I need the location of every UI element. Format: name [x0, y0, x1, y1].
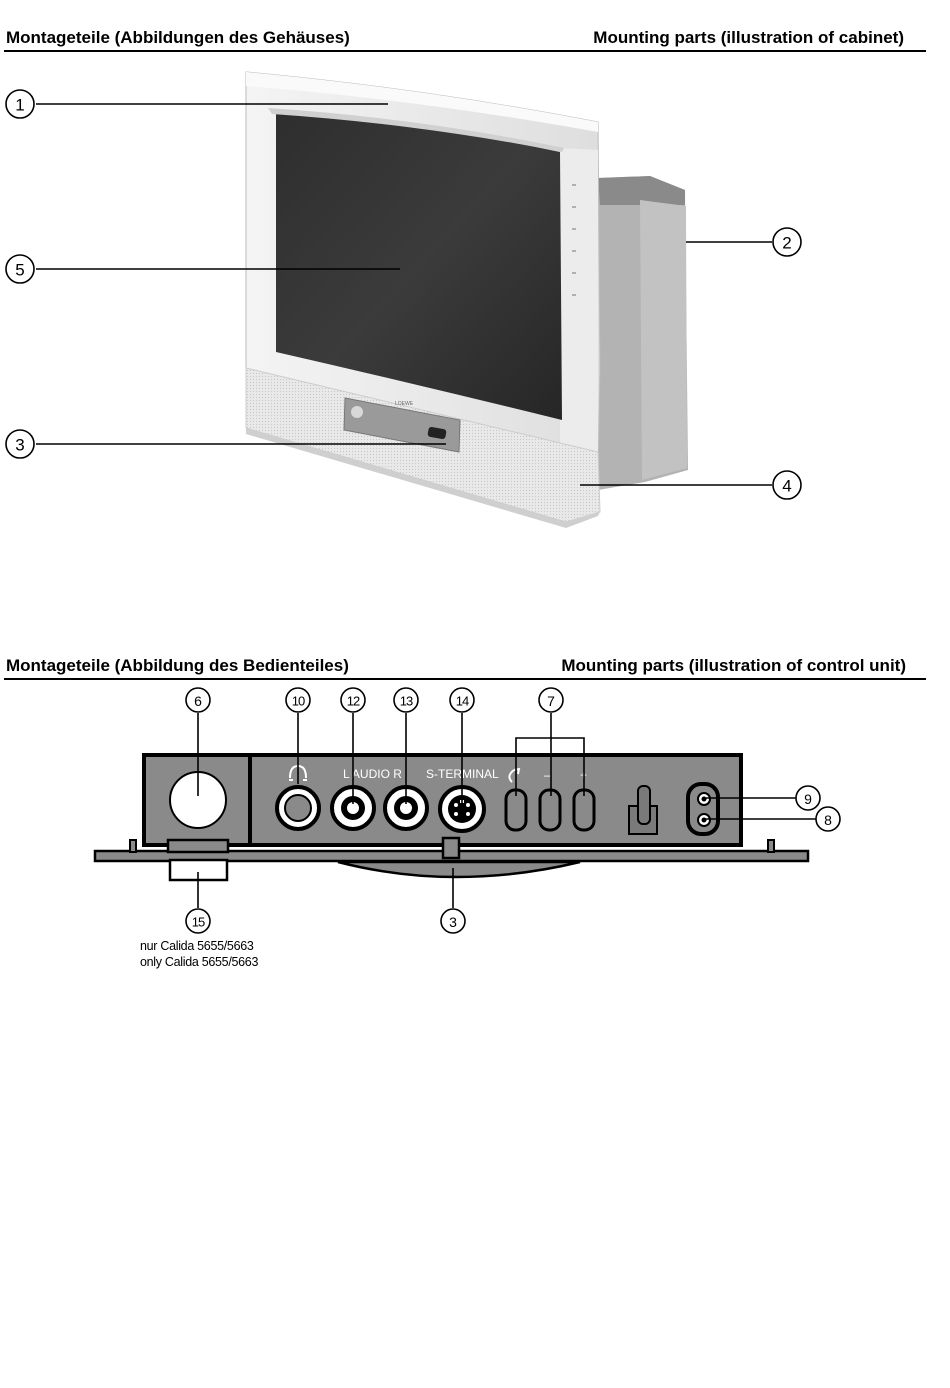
footnote-english: only Calida 5655/5663	[140, 955, 259, 969]
flap-latch-base	[628, 805, 658, 835]
control-flap	[343, 397, 461, 453]
callout-3-flap: 3	[449, 914, 457, 930]
front-buttons	[572, 184, 576, 296]
header-german: Montageteile (Abbildung des Bedienteiles…	[6, 656, 349, 675]
flap-lip	[337, 860, 581, 879]
callout-13: 13	[400, 694, 413, 709]
callout-6: 6	[194, 693, 202, 709]
callout-4: 4	[782, 477, 791, 496]
s-terminal-label: S-TERMINAL	[426, 767, 499, 781]
callout-14: 14	[456, 694, 469, 709]
indicator-housing	[686, 782, 720, 836]
s-terminal-jack	[438, 785, 486, 833]
front-rail	[93, 849, 810, 863]
callout-12: 12	[347, 694, 360, 709]
header-english: Mounting parts (illustration of cabinet)	[593, 28, 904, 47]
mounting-bracket	[166, 838, 230, 854]
callout-1: 1	[15, 96, 24, 115]
callout-2: 2	[782, 234, 791, 253]
callout-3: 3	[15, 436, 24, 455]
headphone-jack	[275, 785, 321, 831]
mains-switch	[169, 771, 227, 829]
picture-tube	[276, 112, 562, 420]
callout-7: 7	[547, 693, 555, 709]
callout-9: 9	[804, 791, 812, 807]
header-german: Montageteile (Abbildungen des Gehäuses)	[6, 28, 350, 47]
callout-15: 15	[192, 915, 205, 930]
minus-button	[538, 788, 562, 832]
program-icon	[508, 769, 515, 783]
plus-label: +	[580, 768, 587, 782]
header-english: Mounting parts (illustration of control …	[561, 656, 906, 675]
callout-8: 8	[824, 812, 832, 828]
callout-5: 5	[15, 261, 24, 280]
footnote-german: nur Calida 5655/5663	[140, 939, 254, 953]
plus-button	[572, 788, 596, 832]
section-header-control-unit: Montageteile (Abbildung des Bedienteiles…	[4, 656, 926, 680]
brand-logo: LOEWE	[395, 401, 414, 407]
audio-label: L AUDIO R	[343, 767, 402, 781]
indicator-led-8	[697, 813, 711, 827]
cabinet-illustration: LOEWE 1 5 3 2 4	[5, 71, 802, 528]
audio-left-jack	[330, 785, 376, 831]
callout-10: 10	[292, 694, 305, 709]
headphone-icon	[289, 764, 307, 779]
indicator-led-9	[697, 792, 711, 806]
minus-label: –	[544, 768, 551, 782]
control-panel	[142, 753, 743, 847]
section-header-cabinet: Montageteile (Abbildungen des Gehäuses) …	[4, 28, 926, 52]
audio-right-jack	[383, 785, 429, 831]
program-button	[504, 788, 528, 832]
